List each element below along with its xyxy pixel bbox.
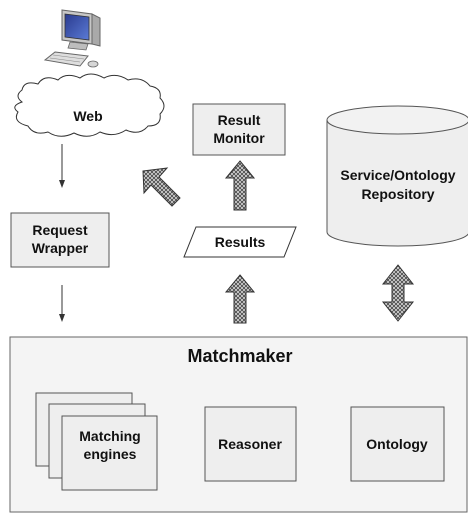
reasoner-box: Reasoner	[204, 406, 297, 482]
reasoner-label: Reasoner	[218, 436, 282, 452]
web-cloud: Web	[14, 73, 165, 137]
matching-engines-label-line2: engines	[84, 446, 137, 462]
repository-label-line2: Repository	[361, 186, 434, 202]
computer-icon	[43, 9, 101, 68]
results-parallelogram: Results	[183, 226, 297, 258]
result-monitor-label-line2: Monitor	[213, 130, 265, 146]
results-to-monitor-arrow	[224, 160, 256, 211]
matchmaker-title: Matchmaker	[187, 346, 292, 366]
ontology-box: Ontology	[350, 406, 445, 482]
request-wrapper-label-line2: Wrapper	[32, 240, 89, 256]
repository-cylinder: Service/Ontology Repository	[326, 105, 468, 247]
ontology-label: Ontology	[366, 436, 428, 452]
repository-label-line1: Service/Ontology	[340, 167, 455, 183]
request-wrapper-label-line1: Request	[32, 222, 88, 238]
repository-matchmaker-arrow	[381, 264, 415, 322]
web-label: Web	[73, 108, 102, 124]
monitor-to-web-arrow	[142, 167, 181, 207]
matchmaker-to-results-arrow	[224, 274, 256, 324]
request-wrapper-box: Request Wrapper	[10, 212, 110, 268]
matching-engines-stack: Matching engines	[35, 392, 158, 491]
wrapper-to-matchmaker-arrow	[59, 285, 65, 322]
result-monitor-label-line1: Result	[218, 112, 261, 128]
matching-engines-label-line1: Matching	[79, 428, 140, 444]
results-label: Results	[215, 234, 266, 250]
result-monitor-box: Result Monitor	[192, 103, 286, 156]
web-to-wrapper-arrow	[59, 144, 65, 188]
